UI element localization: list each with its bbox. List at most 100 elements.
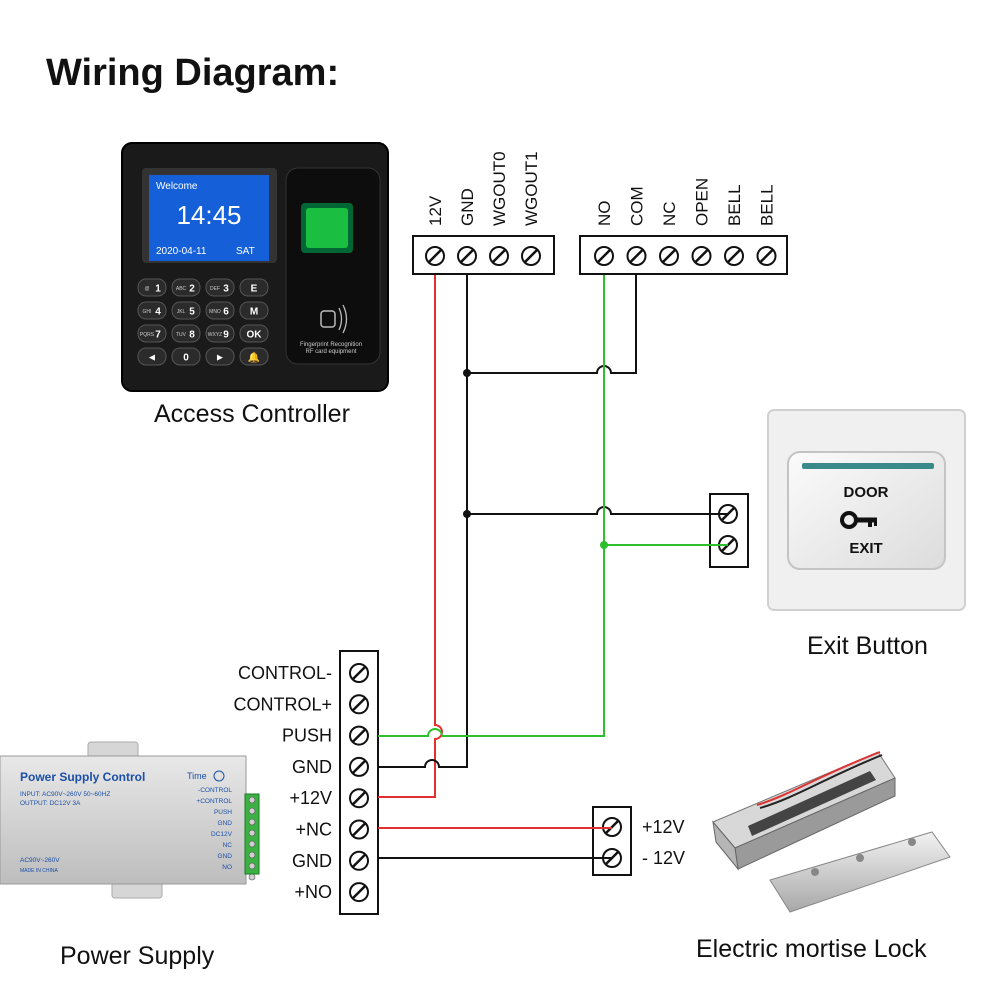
keypad-key-main: 8 <box>189 330 195 341</box>
keypad-key-main: M <box>250 307 258 318</box>
wires <box>378 275 728 859</box>
keypad-key[interactable]: M <box>239 301 269 320</box>
reader-label-2: RF card equipment <box>305 349 356 355</box>
screw-terminal-icon <box>594 246 614 266</box>
power-supply-time: Time <box>187 771 207 781</box>
exit-button-plate <box>787 451 946 570</box>
keypad-key-sub: ABC <box>176 286 187 292</box>
power-supply-output: OUTPUT: DC12V 3A <box>20 800 81 807</box>
ps-pin-label: GND <box>218 853 233 860</box>
power-supply-terminal-block <box>339 650 379 915</box>
keypad-key[interactable]: @1 <box>137 278 167 297</box>
junction-dot-gnd-top <box>463 369 471 377</box>
keypad-key-main: E <box>251 284 258 295</box>
keypad-key[interactable]: ► <box>205 347 235 366</box>
keypad-key-sub: MNO <box>209 309 221 315</box>
ps-pin-label: NO <box>222 864 232 871</box>
wire-black-gnd <box>378 275 468 768</box>
keypad-key-sub: @ <box>144 286 149 292</box>
ps-pin-label: -CONTROL <box>198 787 232 794</box>
wire-black-com <box>467 275 637 374</box>
keypad-key[interactable]: ◄ <box>137 347 167 366</box>
screw-terminal-icon <box>521 246 541 266</box>
screw-terminal-icon <box>349 663 369 683</box>
terminal-label-gnd: GND <box>458 188 477 226</box>
controller-terminal-block-left <box>412 235 555 275</box>
keypad-key-main: 5 <box>189 307 195 318</box>
lock-terminal-label: - 12V <box>642 848 685 868</box>
keypad-key-sub: JKL <box>177 309 186 315</box>
keypad-key-main: 6 <box>223 307 229 318</box>
power-supply-made: MADE IN CHINA <box>20 868 58 874</box>
keypad-key-sub: DEF <box>210 286 220 292</box>
ps-terminal-label: GND <box>292 851 332 871</box>
keypad-key[interactable]: OK <box>239 324 269 343</box>
diagram-title: Wiring Diagram: <box>46 52 340 94</box>
caption-lock: Electric mortise Lock <box>696 935 927 963</box>
screen-day-text: SAT <box>236 246 255 257</box>
screw-terminal-icon <box>349 882 369 903</box>
terminal-label-no: NO <box>595 201 614 227</box>
caption-access-controller: Access Controller <box>154 400 350 428</box>
screw-terminal-icon <box>425 246 445 266</box>
terminal-label-12v: 12V <box>426 195 445 226</box>
ps-pin-label: NC <box>223 842 233 849</box>
ps-terminal-label: +NC <box>295 820 332 840</box>
keypad-key-main: 4 <box>155 307 161 318</box>
reader-label-1: Fingerprint Recognition <box>300 342 362 348</box>
screw-terminal-icon <box>659 246 679 266</box>
keypad-key-main: OK <box>247 330 263 341</box>
terminal-label-open: OPEN <box>693 178 712 226</box>
screw-terminal-icon <box>626 246 647 266</box>
terminal-label-bell: BELL <box>758 184 777 226</box>
ps-pin-label: DC12V <box>211 831 233 838</box>
terminal-label-wgout1: WGOUT1 <box>522 151 541 226</box>
screw-terminal-icon <box>724 246 744 266</box>
lock-terminal-label: +12V <box>642 817 685 837</box>
controller-screen <box>149 175 269 261</box>
exit-button-exit-text: EXIT <box>849 540 882 557</box>
lock-terminal-block <box>592 806 632 876</box>
time-knob-icon <box>213 770 225 782</box>
access-controller-device: Welcome 14:45 2020-04-11 SAT Fingerprint… <box>121 142 389 392</box>
terminal-label-com: COM <box>628 186 647 226</box>
ps-terminal-label: PUSH <box>282 726 332 746</box>
screen-welcome-text: Welcome <box>156 181 198 192</box>
keypad-key-main: 9 <box>223 330 229 341</box>
keypad-key[interactable]: 🔔 <box>239 347 269 366</box>
screw-terminal-icon <box>349 725 369 746</box>
screw-terminal-icon <box>349 756 369 777</box>
keypad-key-sub: GHI <box>143 309 152 315</box>
ps-terminal-label: CONTROL- <box>238 663 332 683</box>
keypad-key-main: 🔔 <box>248 352 260 364</box>
lock-terminal-labels: +12V - 12V <box>642 817 685 868</box>
screen-date-text: 2020-04-11 <box>156 246 207 257</box>
screw-terminal-icon <box>349 850 369 871</box>
keypad-key-sub: PQRS <box>140 332 155 338</box>
keypad-key-main: 3 <box>223 284 229 295</box>
keypad-key-main: 7 <box>155 330 161 341</box>
controller-terminal-block-right <box>579 235 788 275</box>
keypad-key-main: 2 <box>189 284 195 295</box>
ps-terminal-label: GND <box>292 757 332 777</box>
terminal-label-nc: NC <box>660 201 679 226</box>
power-supply-input: INPUT: AC90V~260V 50~60HZ <box>20 791 110 798</box>
power-supply-bottom: AC90V~260V <box>20 857 60 864</box>
keypad-key[interactable]: E <box>239 278 269 297</box>
caption-exit-button: Exit Button <box>807 632 928 660</box>
screw-terminal-icon <box>457 246 477 266</box>
ps-terminal-label: +NO <box>294 882 332 902</box>
key-icon <box>840 511 877 529</box>
keypad-key[interactable]: 0 <box>171 347 201 366</box>
